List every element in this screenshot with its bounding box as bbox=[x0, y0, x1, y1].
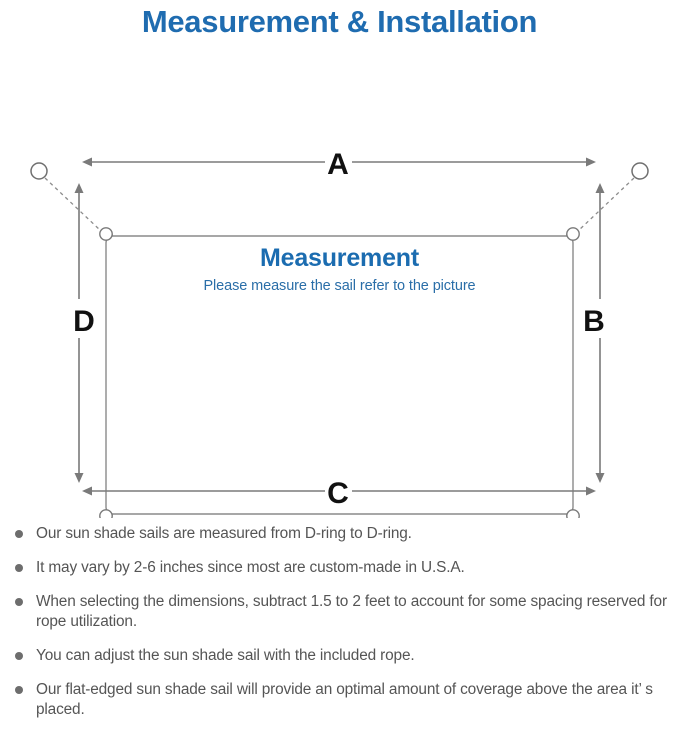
d-ring-top-right bbox=[566, 227, 580, 241]
list-item: It may vary by 2-6 inches since most are… bbox=[0, 558, 679, 578]
rope-top-left bbox=[44, 177, 102, 232]
diagram-svg: A C D B bbox=[30, 148, 649, 518]
note-text: It may vary by 2-6 inches since most are… bbox=[36, 559, 465, 576]
notes-list: Our sun shade sails are measured from D-… bbox=[0, 524, 679, 734]
list-item: Our flat-edged sun shade sail will provi… bbox=[0, 680, 679, 720]
d-ring-top-left bbox=[99, 227, 113, 241]
list-item: When selecting the dimensions, subtract … bbox=[0, 592, 679, 632]
bullet-icon bbox=[15, 652, 23, 660]
anchor-top-right-icon bbox=[631, 162, 649, 180]
d-rings bbox=[99, 227, 580, 518]
anchor-points bbox=[30, 162, 649, 180]
note-text: Our flat-edged sun shade sail will provi… bbox=[36, 681, 653, 718]
dimension-label-a: A bbox=[327, 148, 349, 181]
rope-top-right bbox=[577, 177, 635, 232]
note-text: Our sun shade sails are measured from D-… bbox=[36, 525, 412, 542]
list-item: You can adjust the sun shade sail with t… bbox=[0, 646, 679, 666]
shade-sail-body bbox=[105, 235, 574, 515]
bullet-icon bbox=[15, 686, 23, 694]
rope-lines bbox=[44, 177, 635, 232]
note-text: You can adjust the sun shade sail with t… bbox=[36, 647, 415, 664]
page-title: Measurement & Installation bbox=[141, 4, 538, 39]
d-ring-bottom-left bbox=[99, 509, 113, 518]
anchor-top-left-icon bbox=[30, 162, 48, 180]
note-text: When selecting the dimensions, subtract … bbox=[36, 593, 667, 630]
dimension-arrows bbox=[74, 157, 605, 496]
d-ring-bottom-right bbox=[566, 509, 580, 518]
dimension-label-d: D bbox=[73, 305, 95, 338]
dimension-label-c: C bbox=[327, 477, 349, 510]
bullet-icon bbox=[15, 564, 23, 572]
list-item: Our sun shade sails are measured from D-… bbox=[0, 524, 679, 544]
bullet-icon bbox=[15, 530, 23, 538]
sail-measurement-diagram: A C D B Measurement Please measure the s… bbox=[0, 48, 679, 518]
bullet-icon bbox=[15, 598, 23, 606]
dimension-label-b: B bbox=[583, 305, 605, 338]
